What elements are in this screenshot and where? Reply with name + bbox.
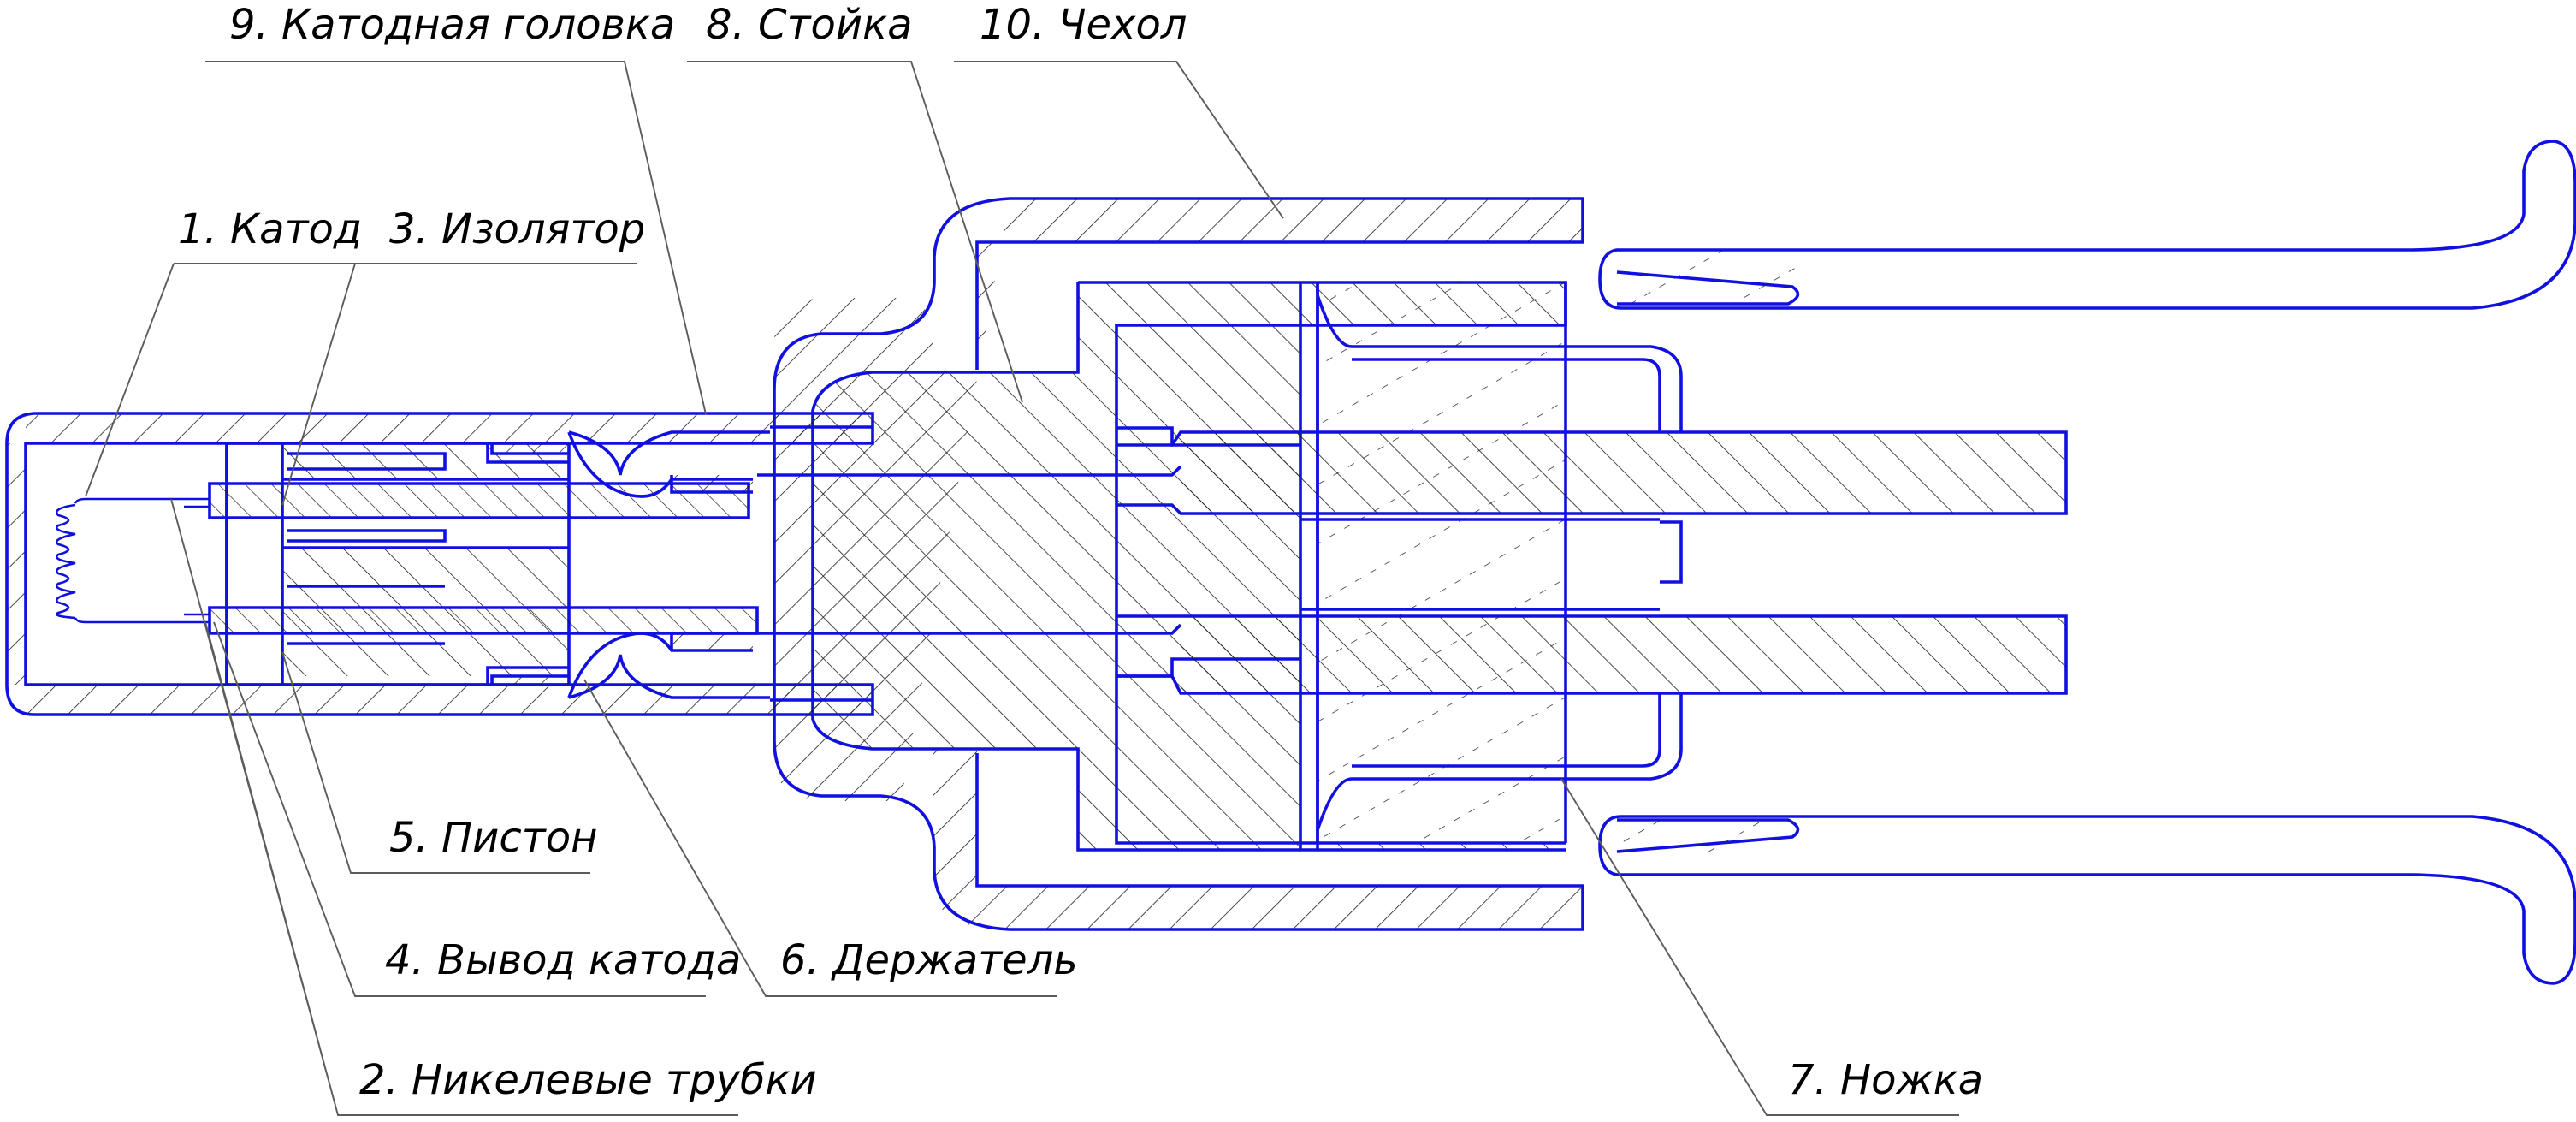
piston-part: [490, 443, 569, 685]
label-cathode-head: 9. Катодная головка: [229, 1, 675, 49]
leader-insulator: [281, 263, 637, 506]
label-cathode: 1. Катод: [178, 205, 362, 253]
leader-stand: [687, 61, 1023, 403]
label-nickel-tubes: 2. Никелевые трубки: [359, 1056, 817, 1104]
leader-lines: [85, 61, 1959, 1116]
leader-cathode: [85, 263, 355, 497]
leader-nickel-tubes: [170, 498, 738, 1116]
lead-pins: [757, 430, 2068, 695]
leader-cover: [954, 61, 1284, 219]
label-cathode-lead: 4. Вывод катода: [385, 936, 741, 984]
stem-part: [1300, 140, 2576, 985]
label-cover: 10. Чехол: [980, 1, 1187, 49]
leader-holder: [583, 679, 1057, 997]
label-insulator: 3. Изолятор: [389, 205, 645, 253]
label-stand: 8. Стойка: [706, 1, 913, 49]
leader-piston: [281, 651, 590, 874]
label-stem: 7. Ножка: [1788, 1056, 1983, 1104]
leader-stem: [1560, 778, 1959, 1116]
insulator-part: [225, 442, 571, 686]
cathode-coil: [55, 503, 76, 620]
holder-part: [567, 430, 770, 699]
cathode-lead-part: [74, 497, 210, 624]
label-piston: 5. Пистон: [389, 814, 597, 862]
leader-cathode-head: [205, 61, 707, 415]
label-holder: 6. Держатель: [780, 936, 1078, 984]
callout-labels: 9. Катодная головка 8. Стойка 10. Чехол …: [178, 1, 1983, 1104]
leader-cathode-lead: [213, 621, 706, 997]
